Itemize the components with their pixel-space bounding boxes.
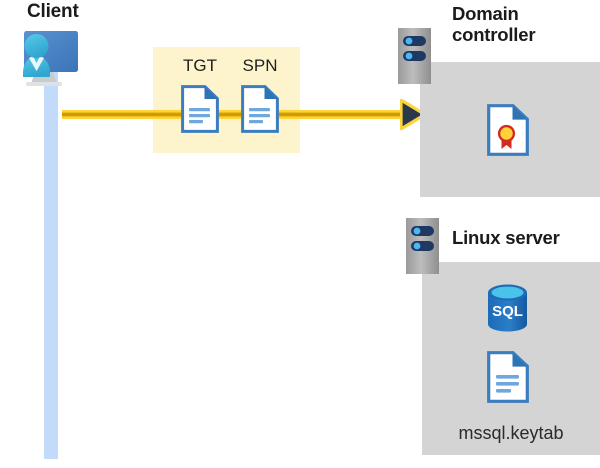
flow-line-client-to-dc xyxy=(62,110,412,119)
tgt-document-icon xyxy=(181,85,219,133)
domain-controller-server-rack-icon xyxy=(398,28,431,84)
client-lifeline-bar xyxy=(44,62,58,459)
keytab-document-icon xyxy=(487,351,529,403)
linux-server-server-rack-icon xyxy=(406,218,439,274)
sql-database-label: SQL xyxy=(492,303,523,320)
certificate-document-icon xyxy=(487,104,529,156)
spn-document-icon xyxy=(241,85,279,133)
sql-database-icon: SQL xyxy=(485,283,530,333)
tgt-label: TGT xyxy=(183,56,217,75)
domain-controller-title: Domain controller xyxy=(452,3,536,45)
linux-server-title: Linux server xyxy=(452,227,560,248)
client-title: Client xyxy=(27,1,79,22)
keytab-filename-label: mssql.keytab xyxy=(458,423,564,443)
client-workstation-icon xyxy=(4,27,82,92)
spn-label: SPN xyxy=(242,56,278,75)
flow-arrow-icon xyxy=(400,99,426,130)
